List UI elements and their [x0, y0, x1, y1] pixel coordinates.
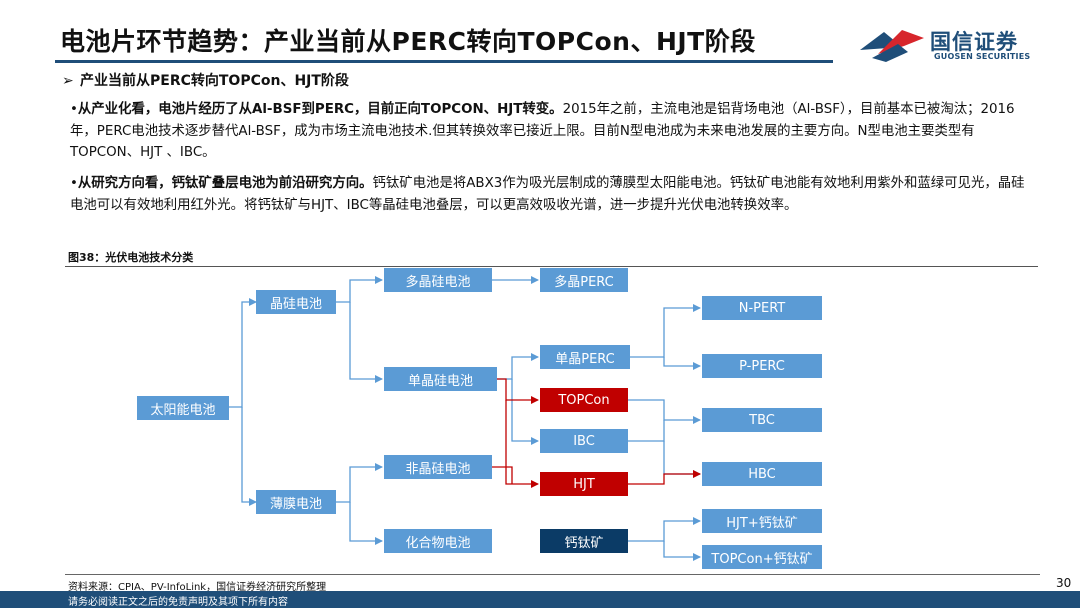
- node-perovskite: 钙钛矿: [540, 529, 628, 553]
- guosen-logo-icon: [860, 30, 924, 62]
- page-title: 电池片环节趋势：产业当前从PERC转向TOPCon、HJT阶段: [60, 27, 756, 56]
- node-poly-perc: 多晶PERC: [540, 268, 628, 292]
- node-thin-film: 薄膜电池: [256, 490, 336, 514]
- node-topcon: TOPCon: [540, 388, 628, 412]
- logo-text-cn: 国信证券: [930, 30, 1018, 54]
- paragraph-body: 钙钛矿电池是将ABX3作为吸光层制成的薄膜型太阳能电池。钙钛矿电池能有效地利用紫…: [70, 176, 1025, 213]
- node-p-perc: P-PERC: [702, 354, 822, 378]
- node-ibc: IBC: [540, 429, 628, 453]
- logo-text-en: GUOSEN SECURITIES: [934, 52, 1031, 61]
- footer-rule: [65, 574, 1040, 575]
- company-logo: 国信证券 GUOSEN SECURITIES: [858, 24, 1058, 66]
- node-amorphous: 非晶硅电池: [384, 455, 492, 479]
- footer-bar: [0, 591, 1080, 608]
- node-n-pert: N-PERT: [702, 296, 822, 320]
- node-compound: 化合物电池: [384, 529, 492, 553]
- node-tbc: TBC: [702, 408, 822, 432]
- node-hjt: HJT: [540, 472, 628, 496]
- node-monocrystalline: 单晶硅电池: [384, 367, 497, 391]
- paragraph-body: 2015年之前，主流电池是铝背场电池（Al-BSF），目前基本已被淘汰；2016…: [70, 102, 1015, 160]
- node-crystalline-silicon: 晶硅电池: [256, 290, 336, 314]
- figure-caption: 图38：光伏电池技术分类: [68, 251, 194, 264]
- figure-rule: [65, 266, 1038, 267]
- arrow-bullet-icon: ➢: [62, 73, 74, 89]
- paragraph-research: •从研究方向看，钙钛矿叠层电池为前沿研究方向。钙钛矿电池是将ABX3作为吸光层制…: [70, 173, 1030, 216]
- source-note: 资料来源：CPIA、PV-InfoLink，国信证券经济研究所整理: [68, 582, 327, 593]
- subtitle-text: 产业当前从PERC转向TOPCon、HJT阶段: [80, 73, 349, 89]
- paragraph-lead: 从研究方向看，钙钛矿叠层电池为前沿研究方向。: [77, 176, 373, 191]
- node-topcon-perovskite: TOPCon+钙钛矿: [702, 545, 822, 569]
- node-hjt-perovskite: HJT+钙钛矿: [702, 509, 822, 533]
- title-underline: [55, 60, 833, 63]
- node-hbc: HBC: [702, 462, 822, 486]
- node-mono-perc: 单晶PERC: [540, 345, 630, 369]
- node-polycrystalline: 多晶硅电池: [384, 268, 492, 292]
- paragraph-industrialization: •从产业化看，电池片经历了从Al-BSF到PERC，目前正向TOPCON、HJT…: [70, 99, 1030, 164]
- bullet: •: [70, 176, 78, 191]
- section-subtitle: ➢ 产业当前从PERC转向TOPCon、HJT阶段: [62, 70, 349, 90]
- page-number: 30: [1056, 576, 1072, 590]
- node-solar-cell: 太阳能电池: [137, 396, 229, 420]
- paragraph-lead: 从产业化看，电池片经历了从Al-BSF到PERC，目前正向TOPCON、HJT转…: [77, 102, 563, 117]
- bullet: •: [70, 102, 78, 117]
- disclaimer-text: 请务必阅读正文之后的免责声明及其项下所有内容: [68, 597, 288, 608]
